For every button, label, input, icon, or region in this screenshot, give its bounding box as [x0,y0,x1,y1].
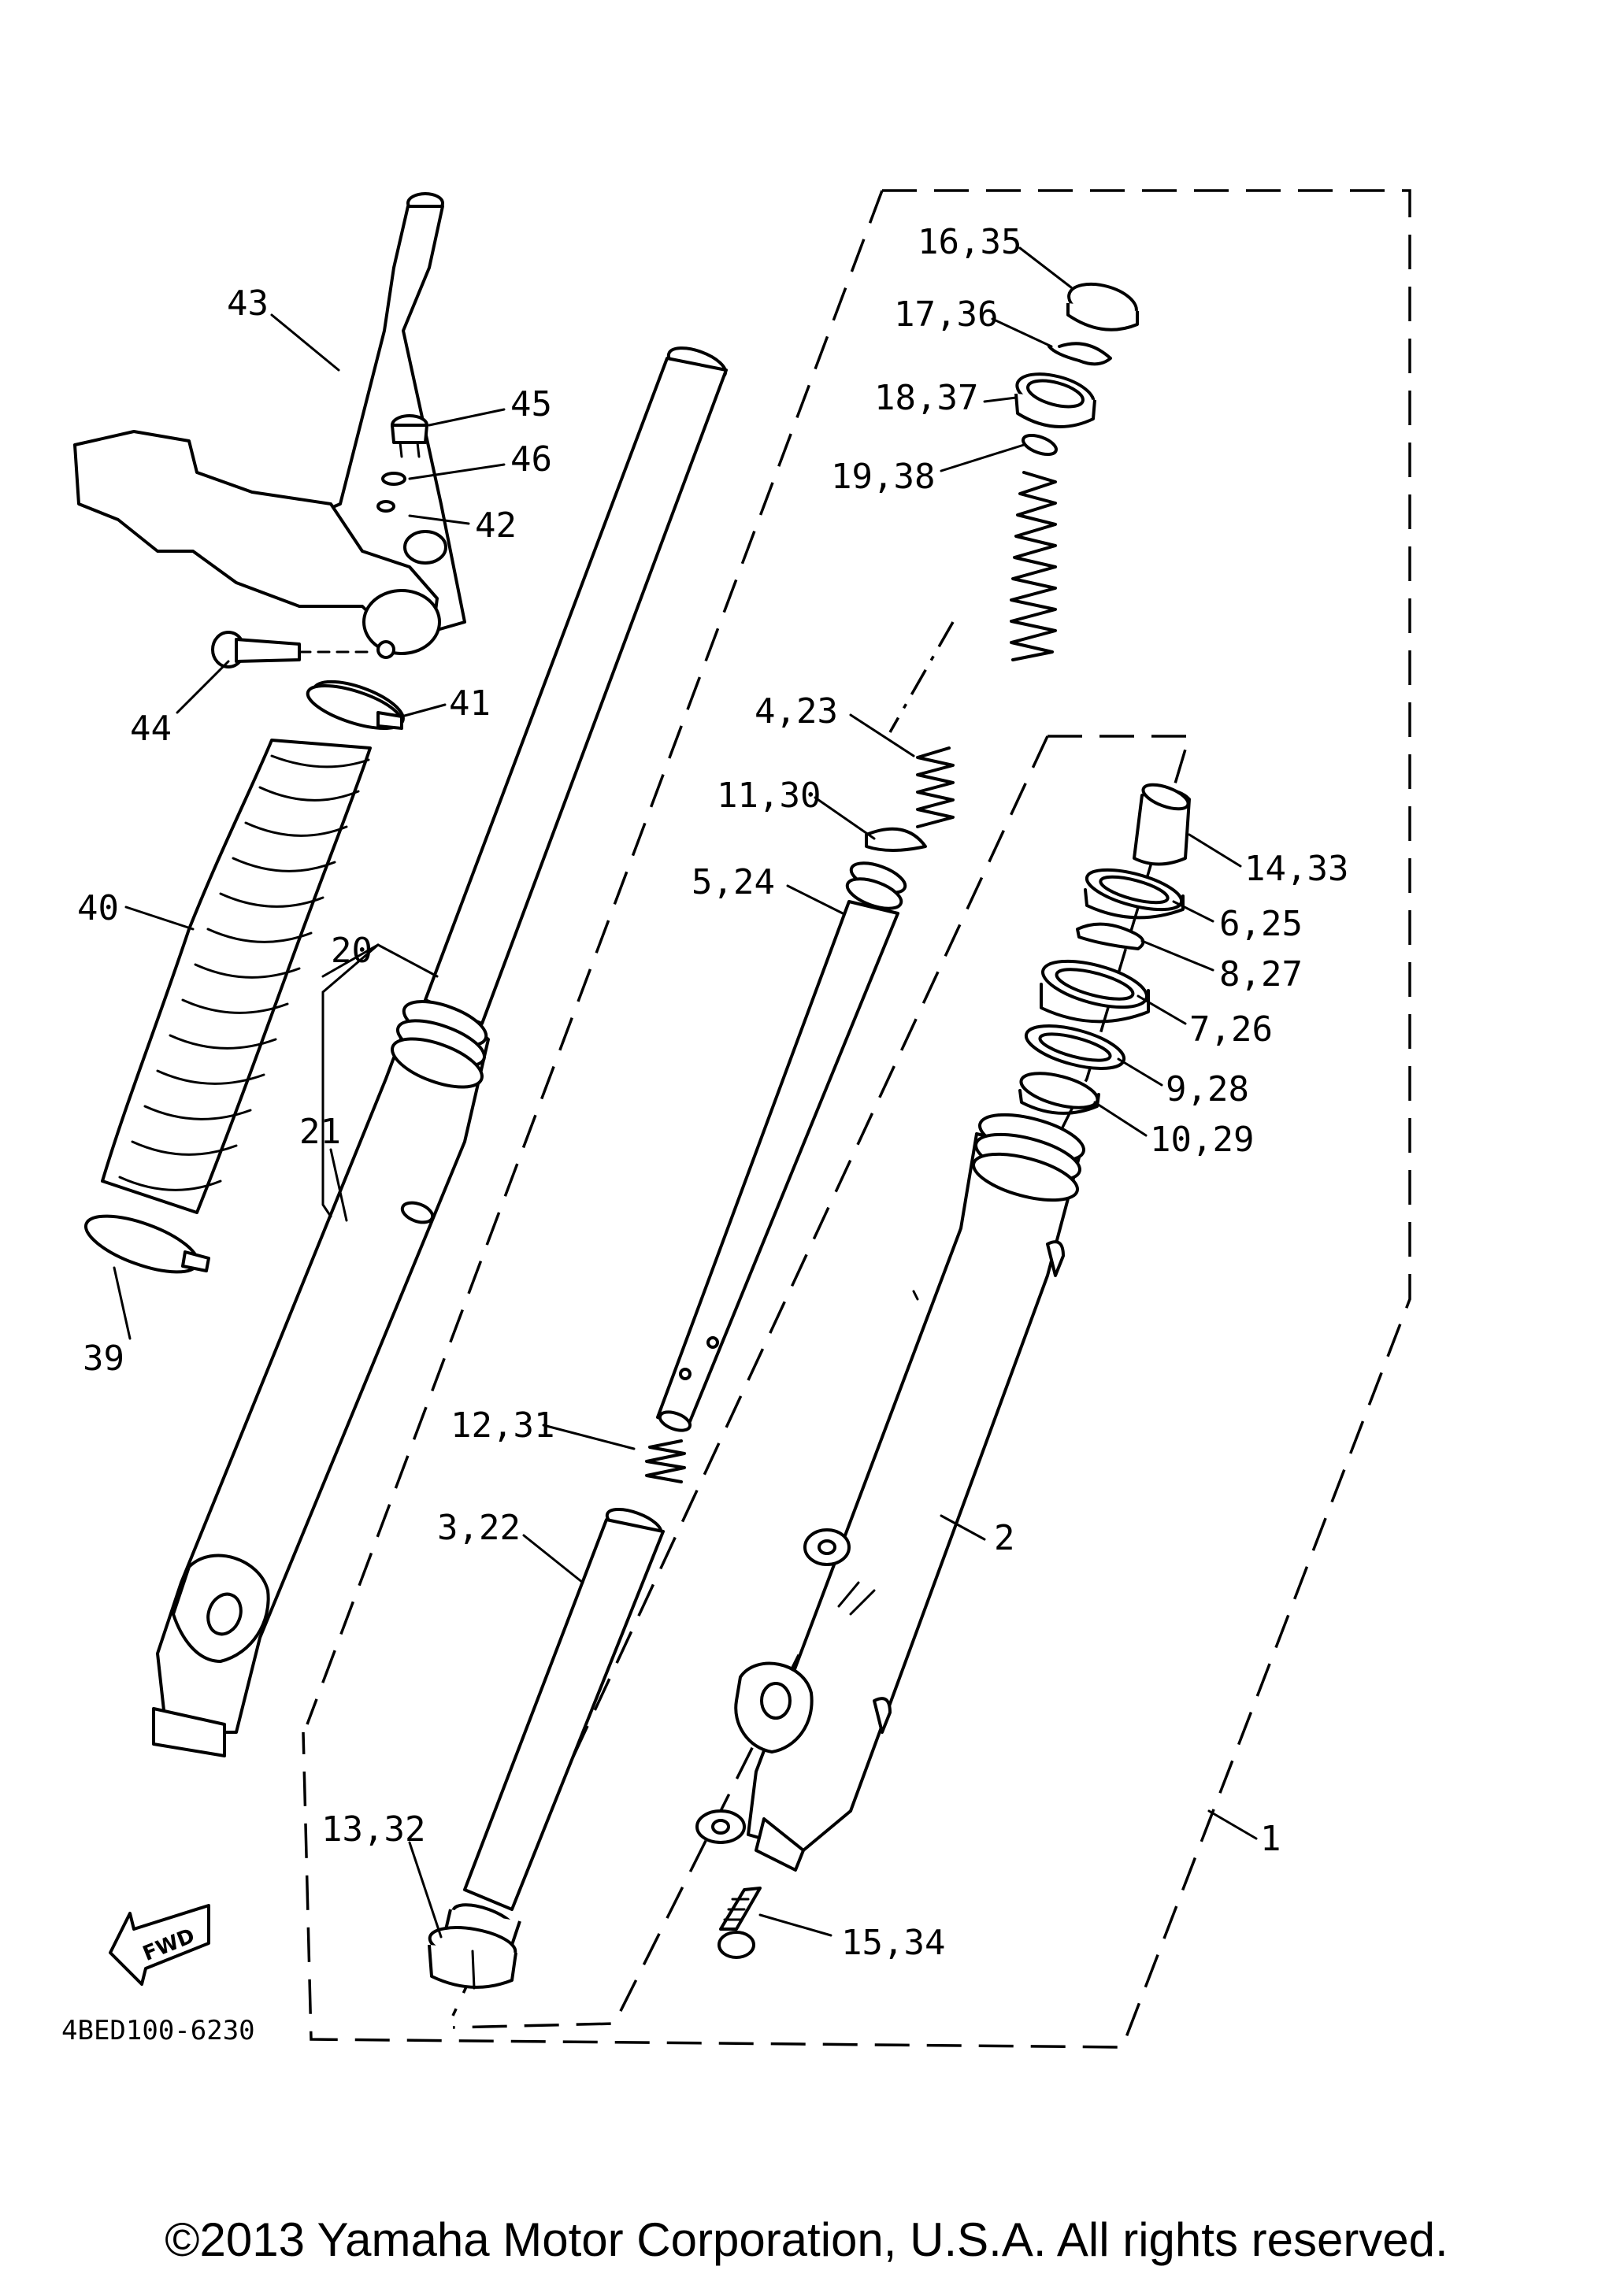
callout-4: 4,23 [755,691,838,731]
copyright-notice: ©2013 Yamaha Motor Corporation, U.S.A. A… [165,2213,1448,2266]
callout-20: 20 [331,931,373,971]
rebound-spring-4 [916,746,955,828]
callout-21: 21 [299,1112,341,1152]
callout-13: 13,32 [321,1809,425,1850]
retaining-clip-17 [1048,342,1112,366]
inner-tube-20 [424,346,728,1025]
ring-42 [376,500,447,565]
boot-clamp-41 [306,684,403,730]
callout-5: 5,24 [692,862,775,902]
bolt-44 [211,631,372,668]
callout-14: 14,33 [1244,849,1348,889]
callout-7: 7,26 [1189,1009,1273,1050]
callout-43: 43 [227,283,269,324]
callout-44: 44 [130,709,172,749]
callout-15: 15,34 [841,1923,945,1963]
dust-seal-6 [1084,868,1185,920]
callout-labels: 43 45 46 42 44 41 40 39 20 21 16,35 17,3… [61,222,1348,2046]
callout-10: 10,29 [1150,1120,1254,1160]
fork-assembly-boundary [302,189,1411,2049]
taper-spring-12 [645,1439,686,1483]
callout-12: 12,31 [451,1405,554,1446]
callout-8: 8,27 [1219,954,1303,994]
callout-41: 41 [449,683,491,724]
dust-seal-14 [1133,783,1191,866]
callout-6: 6,25 [1219,904,1303,944]
diagram-code: 4BED100-6230 [61,2015,255,2046]
cap-bolt-16 [1066,282,1139,331]
outer-tube-2 [695,1113,1085,1872]
callout-40: 40 [77,888,119,928]
callout-17: 17,36 [894,294,998,335]
callout-46: 46 [510,439,552,480]
callout-45: 45 [510,384,552,424]
washer-46 [381,472,406,486]
callout-1: 1 [1260,1819,1281,1859]
callout-18: 18,37 [874,378,978,418]
outer-tube-group-boundary [452,735,1192,2029]
bolt-45 [391,414,428,458]
callout-3: 3,22 [437,1508,521,1548]
callout-39: 39 [83,1339,124,1379]
boot-clamp-39 [83,1214,210,1274]
callout-11: 11,30 [717,776,821,816]
oil-seal-7 [1040,959,1150,1024]
callout-19: 19,38 [831,457,935,497]
steering-stem-bracket [73,192,466,659]
spacer-collar-18 [1014,372,1096,428]
slide-metal-10 [1018,1072,1100,1115]
fork-assembly-boundary-left [306,190,884,1725]
bolt-15 [718,1887,762,1959]
callout-9: 9,28 [1166,1069,1249,1109]
leader-lines [113,246,1258,1939]
outer-tube-21 [152,1000,490,1757]
inner-tube-3 [443,1507,665,1949]
callout-2: 2 [994,1518,1015,1558]
oil-lock-piece-13 [428,1926,517,1990]
piston-ring-11 [865,827,927,852]
fork-spring-19 [888,433,1058,733]
callout-42: 42 [475,505,517,546]
damper-rod-5 [656,861,907,1432]
fwd-direction-marker: FWD [109,1904,210,1986]
washer-9 [1024,1024,1126,1070]
callout-16: 16,35 [918,222,1022,262]
